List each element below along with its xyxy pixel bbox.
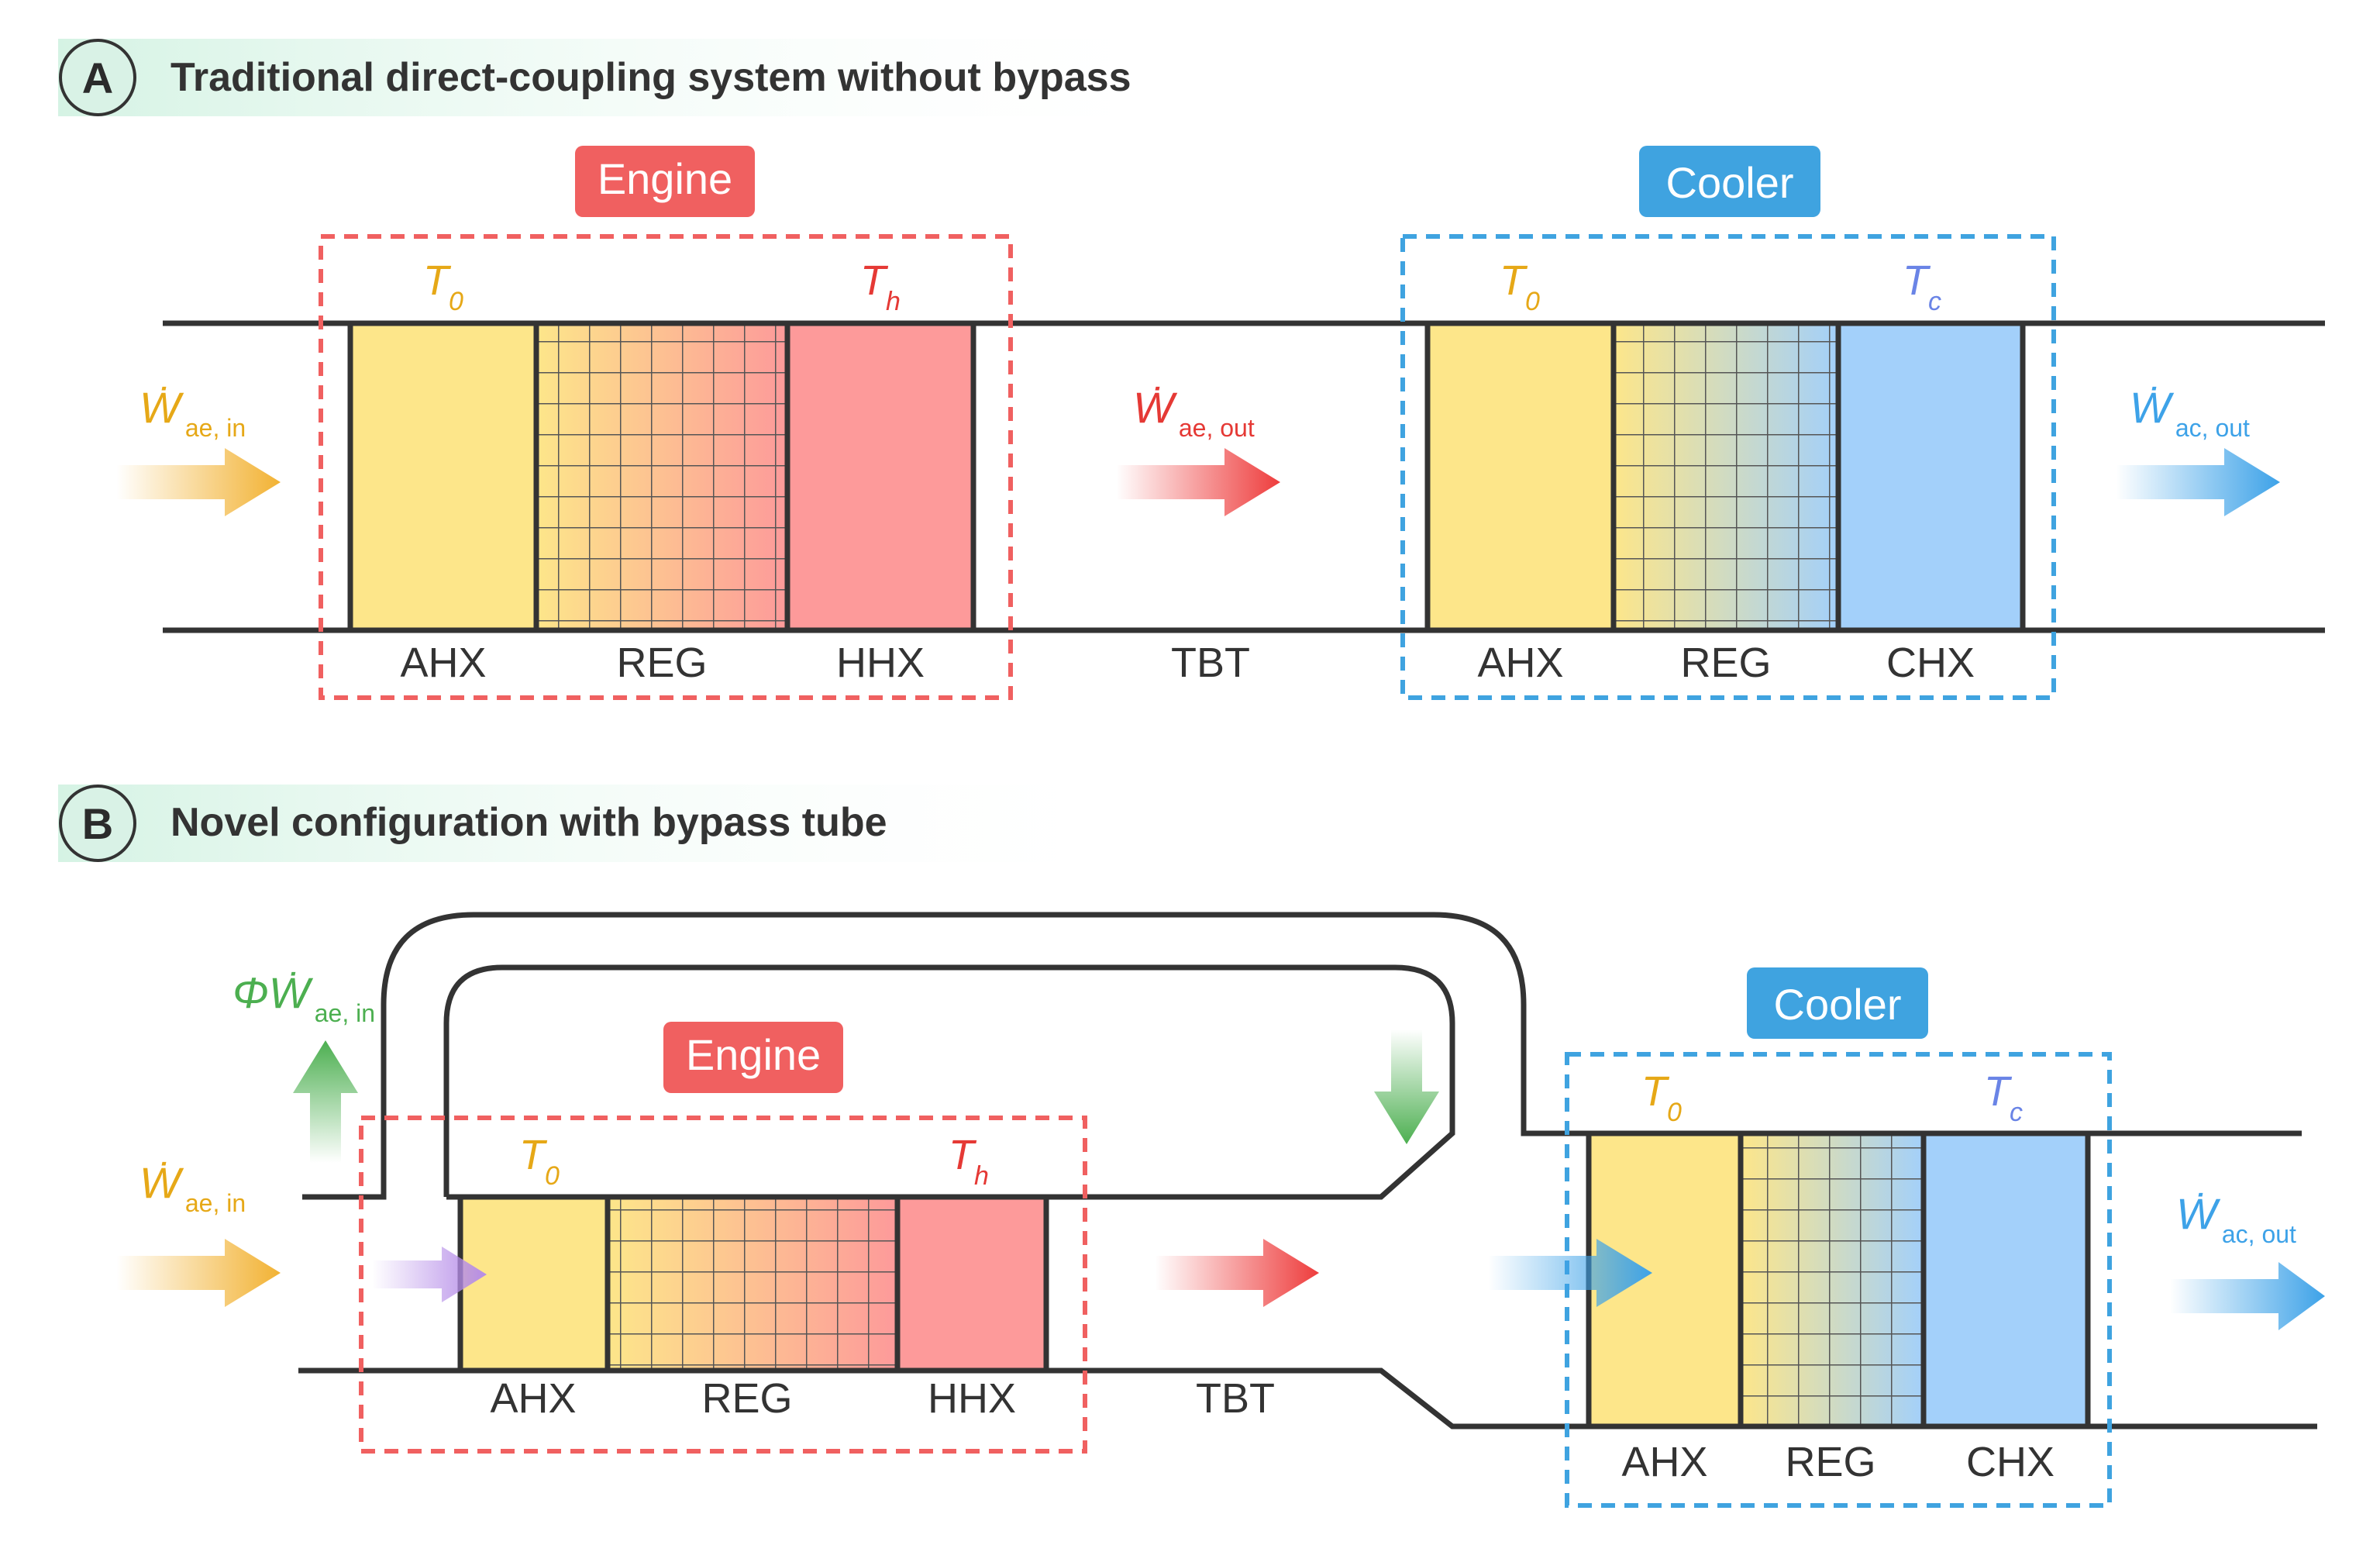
panel-a-title-band	[58, 39, 1205, 116]
panel-b-input-arrow	[116, 1239, 281, 1307]
panel-b-inner-arrow	[372, 1247, 487, 1302]
panel-b-engine-hhx	[894, 1194, 1049, 1374]
panel-b-label-cooler-reg: REG	[1785, 1439, 1875, 1485]
panel-b-cooler-reg-mesh	[1738, 1130, 1927, 1429]
panel-a-cooler-chx	[1835, 320, 2026, 633]
panel-b-label-engine-hhx: HHX	[928, 1375, 1016, 1422]
panel-a-engine-temp-ambient: T0	[423, 257, 463, 316]
panel-b-cooler-entry-arrow	[1488, 1239, 1652, 1307]
panel-a-letter: A	[82, 53, 113, 102]
panel-a-badge	[59, 39, 136, 116]
panel-b-letter: B	[82, 799, 113, 848]
panel-a-label-cooler-ahx: AHX	[1477, 640, 1563, 686]
panel-b-cooler-tag	[1747, 967, 1928, 1039]
panel-b-label-cooler-ahx: AHX	[1621, 1439, 1707, 1485]
panel-b-cooler-label: Cooler	[1774, 980, 1902, 1029]
panel-a-label-tbt: TBT	[1171, 640, 1250, 686]
panel-a-label-engine-reg: REG	[616, 640, 707, 686]
panel-b-label-engine-reg: REG	[701, 1375, 792, 1422]
panel-a-label-cooler-reg: REG	[1680, 640, 1771, 686]
panel-b-label-tbt: TBT	[1196, 1375, 1275, 1422]
panel-b-title-band	[58, 785, 1143, 862]
panel-a-engine-ahx	[347, 320, 539, 633]
panel-a-cooler-temp-ambient: T0	[1500, 257, 1540, 316]
panel-a-label-cooler-chx: CHX	[1886, 640, 1975, 686]
panel-a-output-arrow	[2116, 448, 2280, 516]
panel-b-engine-temp-hot: Th	[949, 1132, 989, 1191]
panel-a-label-engine-ahx: AHX	[400, 640, 486, 686]
panel-a-cooler-frame	[1400, 234, 2056, 700]
panel-b: B Novel configuration with bypass tube E…	[58, 785, 2325, 1508]
panel-a-engine-tag	[575, 146, 755, 217]
panel-b-engine-reg-mesh	[604, 1194, 901, 1374]
panel-a-cooler-temp-cold: Tc	[1903, 257, 1941, 316]
panel-a-label-engine-hhx: HHX	[836, 640, 925, 686]
panel-b-label-engine-ahx: AHX	[490, 1375, 576, 1422]
panel-b-output-arrow	[2170, 1262, 2325, 1330]
panel-a-cooler-tag	[1639, 146, 1820, 217]
panel-b-header: B Novel configuration with bypass tube	[58, 785, 1143, 862]
panel-b-engine-tag	[663, 1022, 843, 1093]
panel-a-cooler-label: Cooler	[1666, 158, 1794, 207]
panel-b-engine-ahx	[457, 1194, 611, 1374]
panel-a-cooler-reg-mesh	[1610, 320, 1841, 633]
panel-b-engine-temp-ambient: T0	[519, 1132, 560, 1191]
panel-a-input-arrow	[116, 448, 281, 516]
panel-a-mid-arrow	[1116, 448, 1280, 516]
panel-b-cooler-temp-ambient: T0	[1641, 1068, 1682, 1127]
panel-a-engine-label: Engine	[598, 154, 732, 203]
panel-a-header: A Traditional direct-coupling system wit…	[58, 39, 1205, 116]
panel-b-label-cooler-chx: CHX	[1966, 1439, 2055, 1485]
panel-b-bypass-up-arrow	[293, 1040, 358, 1163]
panel-b-engine-label: Engine	[686, 1030, 821, 1079]
panel-a-engine-frame	[319, 234, 1013, 700]
panel-b-badge	[59, 785, 136, 862]
panel-a-title: Traditional direct-coupling system witho…	[170, 55, 1131, 100]
panel-b-bypass-down-arrow	[1374, 1029, 1439, 1144]
panel-b-cooler-frame	[1565, 1052, 2112, 1508]
panel-b-title: Novel configuration with bypass tube	[170, 800, 887, 845]
panel-a-engine-reg-mesh	[533, 320, 790, 633]
panel-b-cooler-chx	[1920, 1130, 2091, 1429]
panel-a: A Traditional direct-coupling system wit…	[58, 39, 2325, 700]
panel-b-bypass-inner-pipe	[443, 964, 1455, 1200]
panel-a-engine-temp-hot: Th	[860, 257, 901, 316]
panel-b-engine-frame	[359, 1116, 1087, 1454]
panel-b-bypass-outer-pipe	[302, 912, 2302, 1200]
panel-a-cooler-ahx	[1424, 320, 1617, 633]
panel-b-cooler-temp-cold: Tc	[1984, 1068, 2023, 1127]
panel-a-engine-hhx	[784, 320, 976, 633]
panel-b-mid-arrow	[1155, 1239, 1319, 1307]
